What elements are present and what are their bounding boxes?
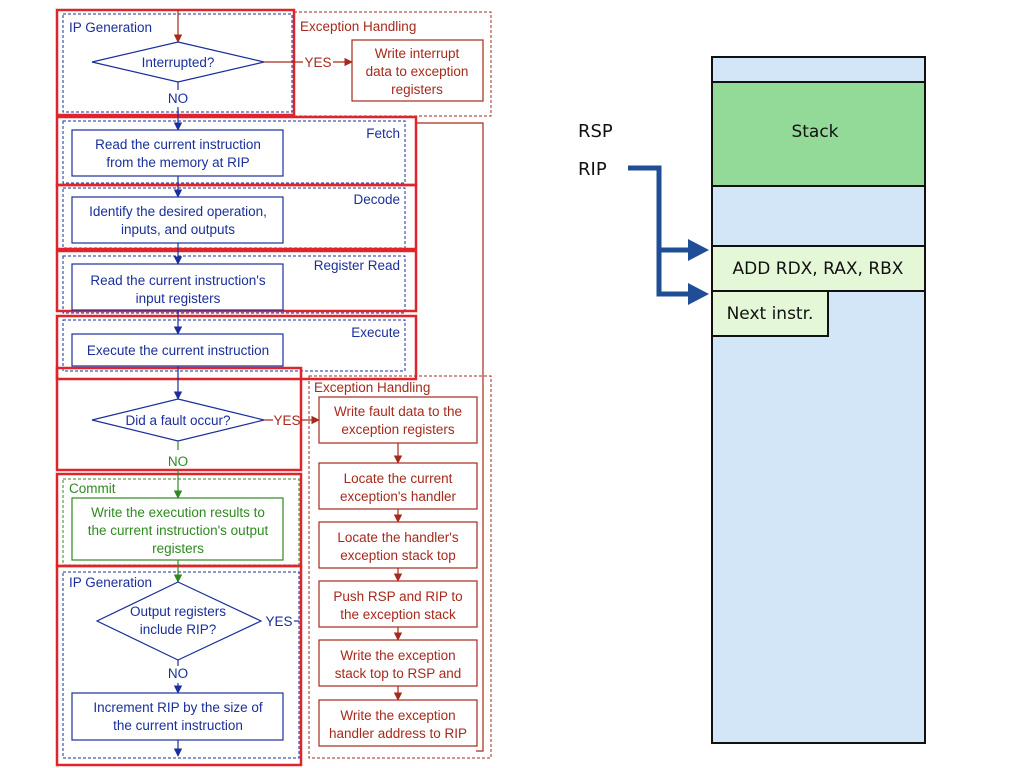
rip-output-no-label: NO — [168, 666, 188, 681]
ip-generation-bottom-title: IP Generation — [69, 575, 152, 590]
rip-output-yes-label: YES — [265, 614, 292, 629]
increment-rip-box — [71, 692, 284, 741]
exception-step-box — [318, 699, 478, 747]
stack-label: Stack — [791, 122, 838, 142]
register-read-line-1: Read the current instruction's — [90, 273, 265, 288]
exception-step-box — [318, 521, 478, 569]
execute-line-1: Execute the current instruction — [87, 343, 269, 358]
highlight-execute — [55, 314, 418, 381]
exception-step-2-line-1: Locate the current — [344, 471, 453, 486]
exception-step-5-line-2: stack top to RSP and — [335, 666, 462, 681]
frame-register-read — [62, 255, 406, 314]
exception-step-2-line-2: exception's handler — [340, 489, 456, 504]
exception-step-1-line-1: Write fault data to the — [334, 404, 462, 419]
stack-region — [711, 81, 926, 187]
fetch-line-2: from the memory at RIP — [106, 155, 249, 170]
fault-decision-label: Did a fault occur? — [125, 413, 230, 428]
decode-line-2: inputs, and outputs — [121, 222, 235, 237]
write-interrupt-data-line-3: registers — [391, 82, 443, 97]
register-read-title: Register Read — [314, 258, 400, 273]
highlight-decode — [55, 183, 418, 251]
rip-output-decision — [95, 581, 263, 661]
exception-step-box — [318, 396, 478, 444]
write-interrupt-data-line-1: Write interrupt — [375, 46, 460, 61]
exception-step-box — [318, 462, 478, 510]
increment-rip-line-2: the current instruction — [113, 718, 243, 733]
frame-ip-generation-bottom — [62, 571, 300, 759]
rip-output-decision-line-1: Output registers — [130, 604, 226, 619]
write-interrupt-data-box — [351, 39, 484, 102]
arrowhead-next-instruction — [688, 283, 709, 305]
flowchart: IP Generation Interrupted? YES NO Except… — [55, 8, 492, 767]
exception-loop-line — [417, 122, 484, 752]
interrupted-no-label: NO — [168, 91, 188, 106]
execute-box — [71, 333, 284, 367]
commit-line-1: Write the execution results to — [91, 505, 265, 520]
rip-register-label: RIP — [578, 159, 607, 180]
current-instruction-label: ADD RDX, RAX, RBX — [733, 259, 904, 279]
ip-generation-top-title: IP Generation — [69, 20, 152, 35]
rip-output-decision-line-2: include RIP? — [140, 622, 217, 637]
highlight-register-read — [55, 249, 418, 313]
exception-handling-bottom-title: Exception Handling — [314, 380, 430, 395]
rsp-register-label: RSP — [578, 121, 613, 142]
exception-step-5-line-1: Write the exception — [340, 648, 455, 663]
exception-steps: Write fault data to the exception regist… — [318, 396, 478, 747]
write-interrupt-data-line-2: data to exception — [366, 64, 469, 79]
frame-execute — [62, 319, 406, 372]
interrupted-yes-label: YES — [304, 55, 331, 70]
exception-step-box — [318, 639, 478, 687]
arrowhead-current-instruction — [688, 239, 709, 261]
frame-fetch — [62, 120, 406, 184]
fetch-box — [71, 129, 284, 177]
decode-title: Decode — [353, 192, 400, 207]
next-instruction-cell — [711, 290, 829, 337]
highlight-fault-check — [55, 366, 303, 472]
execute-title: Execute — [351, 325, 400, 340]
exception-step-6-line-2: handler address to RIP — [329, 726, 467, 741]
current-instruction-cell — [711, 245, 926, 292]
commit-line-3: registers — [152, 541, 204, 556]
highlight-ip-generation-bottom — [55, 564, 303, 767]
next-instruction-label: Next instr. — [727, 304, 814, 324]
exception-handling-top-title: Exception Handling — [300, 19, 416, 34]
memory-diagram: Stack ADD RDX, RAX, RBX Next instr. RSP … — [578, 56, 926, 744]
exception-step-3-line-1: Locate the handler's — [337, 530, 458, 545]
commit-box — [71, 497, 284, 561]
exception-step-3-line-2: exception stack top — [340, 548, 456, 563]
increment-rip-line-1: Increment RIP by the size of — [93, 700, 263, 715]
fault-yes-label: YES — [273, 413, 300, 428]
exception-step-4-line-2: the exception stack — [340, 607, 456, 622]
exception-step-4-line-1: Push RSP and RIP to — [333, 589, 462, 604]
exception-step-6-line-1: Write the exception — [340, 708, 455, 723]
interrupted-decision-label: Interrupted? — [142, 55, 215, 70]
rip-pointer-arrow — [628, 165, 709, 305]
register-read-line-2: input registers — [136, 291, 221, 306]
frame-exception-handling-bottom — [308, 375, 492, 759]
fetch-title: Fetch — [366, 126, 400, 141]
register-read-box — [71, 263, 284, 311]
commit-title: Commit — [69, 481, 116, 496]
commit-line-2: the current instruction's output — [88, 523, 269, 538]
fault-no-label: NO — [168, 454, 188, 469]
exception-step-1-line-2: exception registers — [341, 422, 455, 437]
exception-step-box — [318, 580, 478, 628]
highlight-frames — [55, 8, 418, 767]
decode-box — [71, 196, 284, 244]
decode-line-1: Identify the desired operation, — [89, 204, 267, 219]
fetch-line-1: Read the current instruction — [95, 137, 261, 152]
